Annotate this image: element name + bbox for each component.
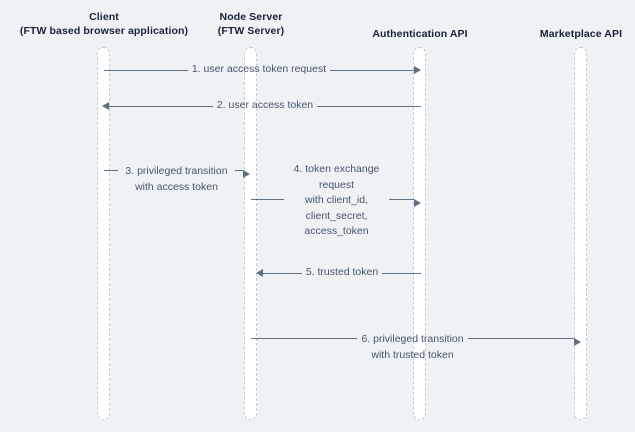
message-1: 1. user access token request <box>104 62 421 78</box>
lifeline-marketplace <box>574 47 587 420</box>
message-2-line-left <box>109 105 213 107</box>
arrowhead-right-icon <box>574 338 582 346</box>
message-2-label: 2. user access token <box>216 99 314 112</box>
participant-header-auth: Authentication API <box>340 27 500 41</box>
participant-title-client: Client <box>89 11 119 23</box>
message-3-line-left <box>104 170 118 171</box>
participant-header-node: Node Server (FTW Server) <box>172 10 330 38</box>
message-2-line-right <box>317 105 421 107</box>
lifeline-client <box>97 47 110 420</box>
message-1-line-right <box>330 69 414 71</box>
message-4-line-right <box>389 199 414 200</box>
participant-subtitle-node: (FTW Server) <box>217 25 285 37</box>
arrowhead-right-icon <box>414 199 421 207</box>
message-6-label: 6. privileged transition with trusted to… <box>361 333 464 361</box>
message-5-line-right <box>382 272 422 274</box>
lifeline-auth <box>413 47 426 420</box>
message-3: 3. privileged transition with access tok… <box>104 164 250 198</box>
message-5-line-left <box>263 272 302 274</box>
message-4-line-left <box>251 199 284 200</box>
participant-subtitle-client: (FTW based browser application) <box>19 25 189 37</box>
participant-title-node: Node Server <box>219 11 283 23</box>
participant-title-marketplace: Marketplace API <box>539 28 623 40</box>
arrowhead-right-icon <box>243 170 250 178</box>
arrowhead-left-icon <box>256 269 263 277</box>
participant-header-client: Client (FTW based browser application) <box>4 10 204 38</box>
participant-header-marketplace: Marketplace API <box>501 27 635 41</box>
message-3-line-right <box>235 170 243 171</box>
participant-title-auth: Authentication API <box>372 28 468 40</box>
message-5: 5. trusted token <box>256 265 422 281</box>
message-6-line-right <box>467 338 575 339</box>
message-2: 2. user access token <box>102 98 421 114</box>
message-5-label: 5. trusted token <box>305 266 379 279</box>
arrowhead-left-icon <box>102 102 109 110</box>
message-3-label: 3. privileged transition with access tok… <box>125 165 228 193</box>
message-4-label: 4. token exchange request with client_id… <box>293 163 380 237</box>
lifeline-node <box>244 47 257 420</box>
message-1-line-left <box>104 69 188 71</box>
arrowhead-right-icon <box>414 66 421 74</box>
message-1-label: 1. user access token request <box>191 63 327 76</box>
message-6: 6. privileged transition with trusted to… <box>251 332 582 366</box>
message-4: 4. token exchange request with client_id… <box>251 162 421 244</box>
message-6-line-left <box>251 338 358 339</box>
